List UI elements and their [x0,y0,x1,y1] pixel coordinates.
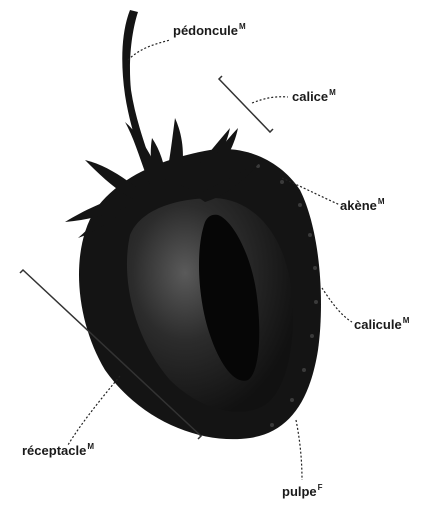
leader-epicalyx [322,288,352,322]
stem-shape [122,10,146,150]
leader-receptacle [68,376,120,445]
calyx-bracket [219,76,273,132]
label-epicalyx: caliculeM [354,318,409,331]
leader-peduncle [128,40,170,60]
label-receptacle: réceptacleM [22,444,94,457]
label-pulp: pulpeF [282,485,323,498]
label-calyx: caliceM [292,90,336,103]
label-achene: akèneM [340,199,385,212]
label-peduncle: pédonculeM [173,24,246,37]
leader-calyx [252,97,288,103]
leader-pulp [296,420,302,480]
